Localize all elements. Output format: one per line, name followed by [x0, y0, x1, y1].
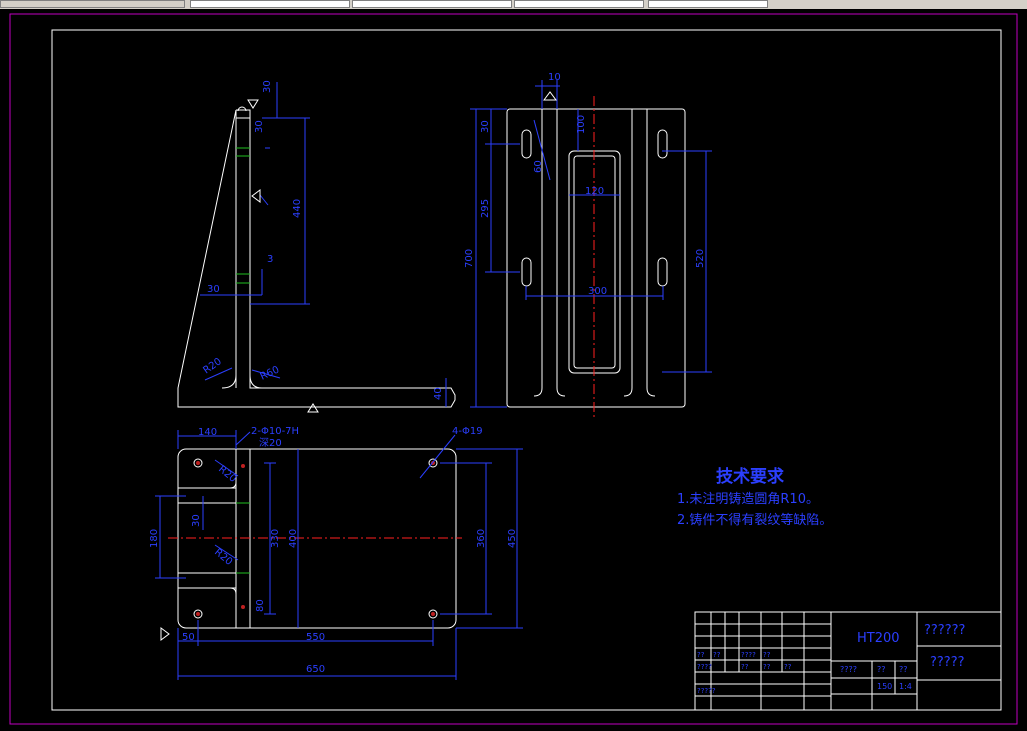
dim-text: 100	[576, 115, 587, 134]
toolbar-combo[interactable]	[0, 0, 185, 8]
side-view-threads	[236, 147, 250, 284]
dim-text: 深20	[259, 437, 282, 449]
front-view-dim-text: 10 30 100 60 120 295 700 520 300	[464, 72, 706, 297]
dim-text: 30	[207, 284, 220, 295]
dim-text: 450	[507, 529, 518, 548]
title-cell: ??	[899, 665, 908, 674]
dim-text: 10	[548, 72, 561, 83]
dim-text: 700	[464, 249, 475, 268]
plan-view-threads	[236, 502, 250, 574]
side-view-dimlines	[200, 82, 447, 407]
tech-note-line: 2.铸件不得有裂纹等缺陷。	[677, 512, 832, 528]
title-block	[694, 611, 1002, 711]
ratio-value: 1:4	[899, 682, 912, 691]
dim-text: 120	[585, 186, 604, 197]
plan-view-datum-symbol	[160, 627, 170, 641]
dim-text: 140	[198, 427, 217, 438]
title-cell: ??	[741, 663, 749, 671]
dim-text: R20	[216, 464, 238, 485]
dim-text: 40	[433, 387, 444, 400]
side-view-dim-text: 30 30 440 3 30 R20 R60 40	[201, 80, 444, 400]
dim-text: R20	[212, 547, 234, 568]
tech-notes: 技术要求 1.未注明铸造圆角R10。 2.铸件不得有裂纹等缺陷。	[677, 466, 832, 528]
title-block-text: HT200 ?????? ????? ?? ?? ???? ?? ???? ??…	[697, 623, 965, 695]
tech-note-line: 1.未注明铸造圆角R10。	[677, 491, 819, 507]
dim-text: 520	[695, 249, 706, 268]
lineweight-dropdown[interactable]	[514, 0, 644, 8]
dim-text: 50	[182, 632, 195, 643]
title-cell: ??	[784, 663, 792, 671]
dim-text: 80	[255, 599, 266, 612]
scale-label: ????	[840, 665, 857, 674]
plotstyle-dropdown[interactable]	[648, 0, 768, 8]
sheet-inner-border	[51, 29, 1002, 711]
dim-text: 440	[292, 199, 303, 218]
side-view-datum-symbols	[247, 99, 319, 413]
title-cell: ??	[763, 663, 771, 671]
dim-text: 60	[533, 160, 544, 173]
dim-text: 30	[254, 120, 265, 133]
title-cell: ????	[697, 663, 712, 671]
linetype-dropdown[interactable]	[352, 0, 512, 8]
dim-text: 550	[306, 632, 325, 643]
dim-text: 2-Φ10-7H	[251, 426, 299, 437]
title-cell: ??	[877, 665, 886, 674]
title-cell: ?????	[697, 687, 716, 695]
title-cell: ????	[741, 651, 756, 659]
dim-text: 4-Φ19	[452, 426, 483, 437]
title-cell: ??	[763, 651, 771, 659]
dim-text: 30	[191, 514, 202, 527]
cad-drawing: 30 30 440 3 30 R20 R60 40	[9, 13, 1018, 725]
layer-dropdown[interactable]	[190, 0, 350, 8]
title-cell: ??	[697, 651, 705, 659]
dim-text: 650	[306, 664, 325, 675]
dim-text: 180	[149, 529, 160, 548]
dim-text: 30	[262, 80, 273, 93]
dim-text: 3	[267, 254, 273, 265]
drawing-number: ?????	[930, 655, 965, 670]
material-label: HT200	[857, 631, 900, 646]
drawing-name: ??????	[924, 623, 965, 638]
drawing-canvas[interactable]: 30 30 440 3 30 R20 R60 40	[0, 9, 1027, 727]
dim-text: 300	[588, 286, 607, 297]
quantity-value: 150	[877, 682, 892, 691]
dim-text: 360	[476, 529, 487, 548]
tech-notes-title: 技术要求	[716, 466, 784, 487]
dim-text: 30	[480, 120, 491, 133]
title-cell: ??	[713, 651, 721, 659]
front-view-datum-symbol	[543, 91, 557, 101]
dim-text: 330	[270, 529, 281, 548]
front-view	[506, 108, 686, 408]
front-view-dimlines	[470, 80, 712, 408]
sheet-outer-border	[9, 13, 1018, 725]
plan-view-dimlines	[155, 430, 523, 680]
dim-text: 400	[288, 529, 299, 548]
dim-text: R60	[259, 364, 281, 382]
dim-text: 295	[480, 199, 491, 218]
